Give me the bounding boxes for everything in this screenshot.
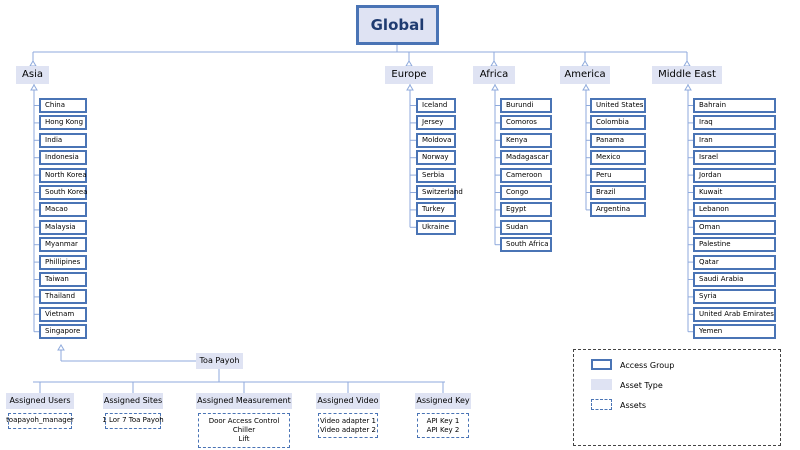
asset-type: Assigned Users	[6, 393, 74, 409]
middle-east-country: Qatar	[693, 254, 776, 270]
legend: Access Group Asset Type Assets	[573, 349, 781, 446]
asia-country: Macao	[39, 202, 87, 218]
site-toa-payoh: Toa Payoh	[196, 353, 243, 369]
middle-east-country: Iran	[693, 132, 776, 148]
america-country: Argentina	[590, 202, 646, 218]
europe-country: Turkey	[416, 202, 456, 218]
europe-country: Serbia	[416, 167, 456, 183]
asia-country: India	[39, 132, 87, 148]
africa-country: Sudan	[500, 219, 552, 235]
africa-country: South Africa	[500, 237, 552, 253]
middle-east-country: Yemen	[693, 324, 776, 340]
africa-country: Burundi	[500, 98, 552, 113]
america-country: Brazil	[590, 185, 646, 200]
asia-country: Indonesia	[39, 150, 87, 166]
asset-item: Video adapter 2	[320, 425, 376, 434]
legend-assets-swatch	[591, 399, 612, 410]
america-country: Panama	[590, 132, 646, 148]
asset-item: Chiller	[232, 425, 256, 434]
asia-country: Phillipines	[39, 254, 87, 270]
arrowhead	[30, 84, 38, 91]
europe-country: Switzerland	[416, 185, 463, 200]
middle-east-country: Jordan	[693, 167, 776, 183]
region-america: America	[560, 66, 610, 84]
middle-east-country: Saudi Arabia	[693, 272, 776, 287]
asia-country: North Korea	[39, 167, 87, 183]
middle-east-country: Lebanon	[693, 202, 776, 218]
asset-item: API Key 1	[426, 416, 460, 425]
arrowhead	[57, 344, 65, 351]
arrowhead	[684, 84, 692, 91]
asia-country: Taiwan	[39, 272, 87, 287]
europe-country: Ukraine	[416, 219, 456, 235]
legend-asset-type-swatch	[591, 379, 612, 390]
africa-country: Kenya	[500, 132, 552, 148]
asset-item: 1 Lor 7 Toa Payoh	[102, 416, 164, 425]
asset-type: Assigned Measurement	[196, 393, 292, 409]
asset-item: toapayoh_manager	[6, 416, 74, 425]
legend-assets-label: Assets	[620, 401, 647, 410]
asset-item: Video adapter 1	[320, 416, 376, 425]
middle-east-country: Oman	[693, 219, 776, 235]
middle-east-country: Syria	[693, 289, 776, 305]
america-country: United States	[590, 98, 646, 113]
asset-item: API Key 2	[426, 425, 460, 434]
arrowhead	[406, 84, 414, 91]
asset-item: Door Access Control	[208, 417, 280, 426]
asia-country: South Korea	[39, 185, 87, 200]
region-asia: Asia	[16, 66, 49, 84]
europe-country: Jersey	[416, 115, 456, 131]
region-africa: Africa	[473, 66, 515, 84]
legend-access-group-swatch	[591, 359, 612, 370]
asia-country: Vietnam	[39, 306, 87, 322]
africa-country: Egypt	[500, 202, 552, 218]
middle-east-country: Bahrain	[693, 98, 776, 113]
africa-country: Madagascar	[500, 150, 552, 166]
middle-east-country: Palestine	[693, 237, 776, 253]
middle-east-country: United Arab Emirates	[693, 306, 776, 322]
asset-type: Assigned Sites	[103, 393, 163, 409]
legend-access-group-label: Access Group	[620, 361, 675, 370]
middle-east-country: Iraq	[693, 115, 776, 131]
asset-type: Assigned Key	[415, 393, 471, 409]
africa-country: Comoros	[500, 115, 552, 131]
asset-item: Lift	[238, 434, 250, 443]
middle-east-country: Kuwait	[693, 185, 776, 200]
africa-country: Cameroon	[500, 167, 552, 183]
america-country: Colombia	[590, 115, 646, 131]
asset-box: toapayoh_manager	[6, 413, 74, 429]
arrowhead	[582, 84, 590, 91]
region-middle-east: Middle East	[652, 66, 722, 84]
europe-country: Iceland	[416, 98, 456, 113]
america-country: Peru	[590, 167, 646, 183]
asia-country: Thailand	[39, 289, 87, 305]
legend-asset-type-label: Asset Type	[620, 381, 663, 390]
europe-country: Moldova	[416, 132, 456, 148]
arrowhead	[491, 84, 499, 91]
asia-country: Hong Kong	[39, 115, 87, 131]
region-europe: Europe	[385, 66, 433, 84]
asia-country: China	[39, 98, 87, 113]
asset-box: 1 Lor 7 Toa Payoh	[102, 413, 164, 429]
america-country: Mexico	[590, 150, 646, 166]
asia-country: Myanmar	[39, 237, 87, 253]
asia-country: Singapore	[39, 324, 87, 340]
asset-type: Assigned Video	[316, 393, 380, 409]
root-global: Global	[356, 5, 439, 45]
asia-country: Malaysia	[39, 219, 87, 235]
middle-east-country: Israel	[693, 150, 776, 166]
africa-country: Congo	[500, 185, 552, 200]
europe-country: Norway	[416, 150, 456, 166]
